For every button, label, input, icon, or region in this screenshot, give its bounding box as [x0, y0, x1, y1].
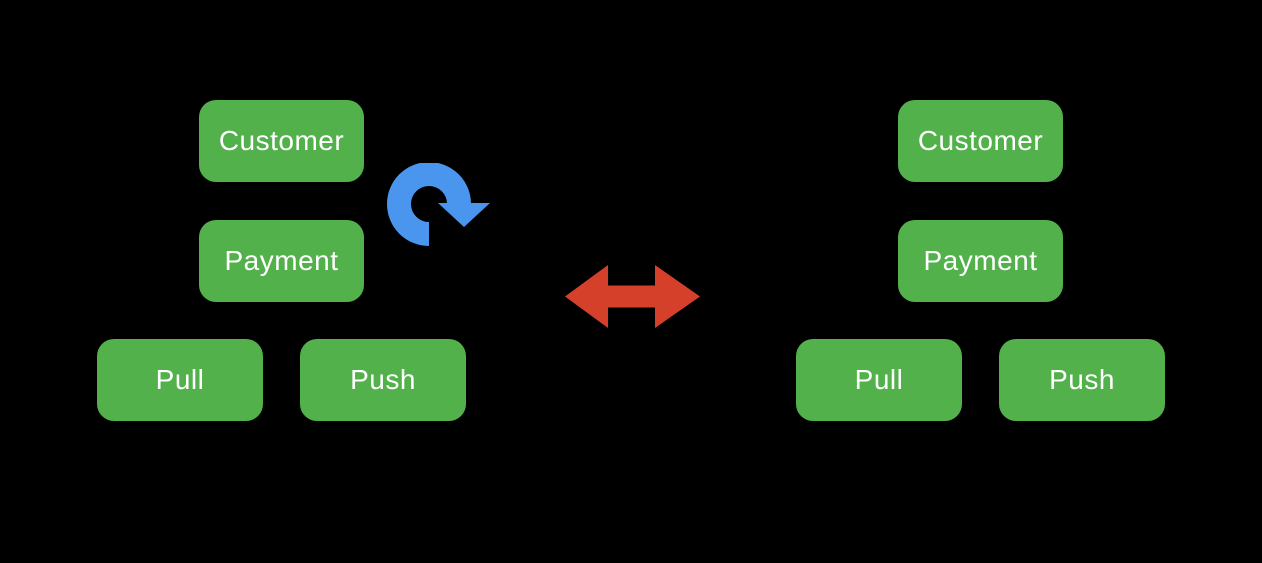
right-node-payment: Payment [898, 220, 1063, 302]
left-node-push: Push [300, 339, 466, 421]
right-node-push: Push [999, 339, 1165, 421]
right-node-customer: Customer [898, 100, 1063, 182]
refresh-arrowhead [438, 203, 490, 227]
right-node-pull: Pull [796, 339, 962, 421]
left-node-pull: Pull [97, 339, 263, 421]
sync-arrow-icon [565, 265, 700, 328]
refresh-icon [383, 163, 493, 249]
refresh-arc [387, 163, 471, 246]
left-node-payment: Payment [199, 220, 364, 302]
sync-arrow-shape [565, 265, 700, 328]
left-node-customer: Customer [199, 100, 364, 182]
